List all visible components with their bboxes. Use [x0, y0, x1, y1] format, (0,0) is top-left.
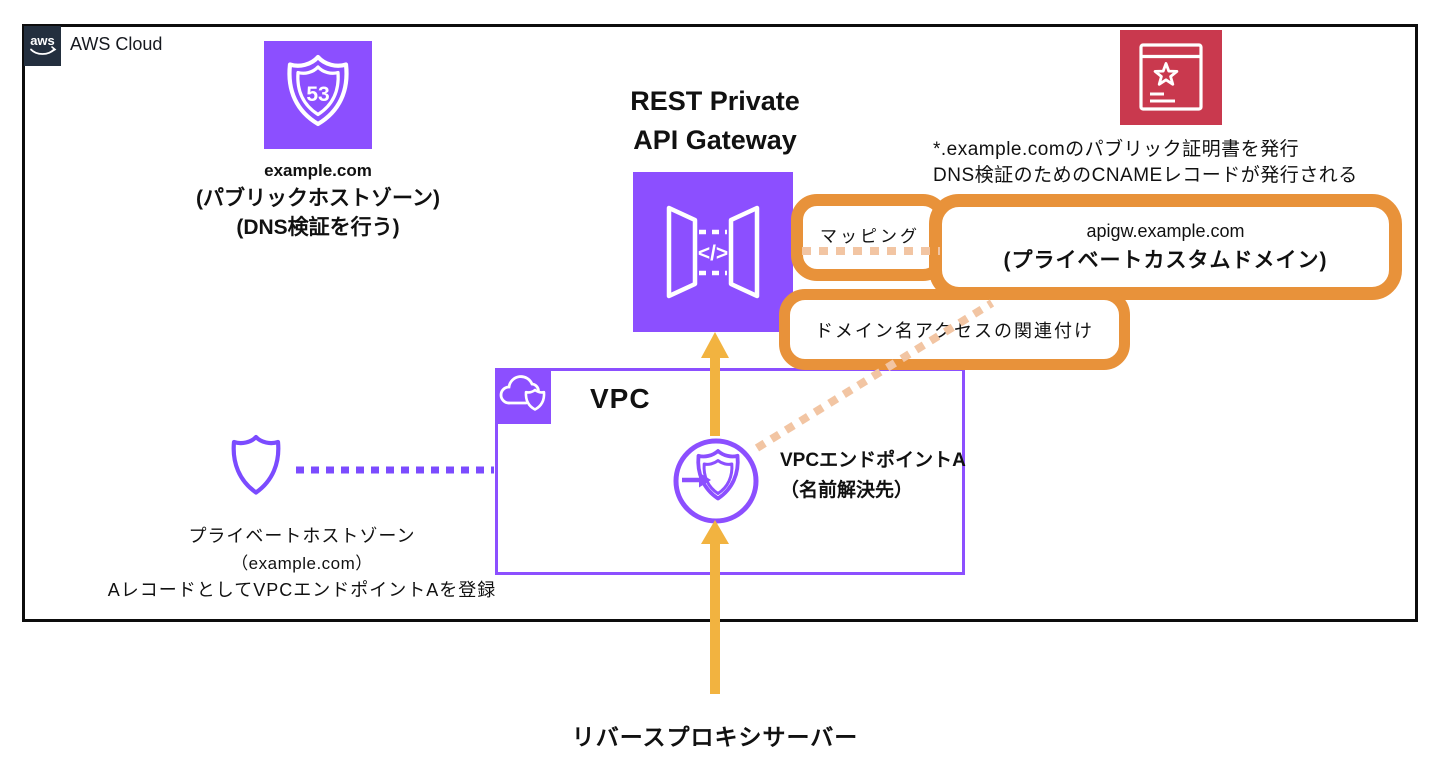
- private-hosted-zone-domain: （example.com）: [231, 554, 373, 573]
- vpc-endpoint-caption: （名前解決先）: [780, 480, 914, 501]
- route53-badge: 53: [306, 83, 329, 106]
- api-gateway-title-line2: API Gateway: [633, 125, 797, 155]
- api-gateway-title: REST Private API Gateway: [588, 82, 842, 160]
- reverse-proxy-label: リバースプロキシサーバー: [571, 724, 859, 750]
- aws-logo-icon: aws: [24, 26, 61, 66]
- api-gateway-glyph: </>: [698, 242, 728, 265]
- vpc-label: VPC: [590, 383, 651, 414]
- route53-domain-label: example.com: [264, 161, 372, 180]
- certificate-note-line2: DNS検証のためのCNAMEレコードが発行される: [933, 165, 1358, 186]
- vpc-endpoint-name: VPCエンドポイントA: [780, 450, 966, 471]
- custom-domain-name: apigw.example.com: [1086, 220, 1245, 241]
- route53-icon: 53: [264, 41, 372, 149]
- aws-cloud-boundary: [22, 24, 1418, 622]
- private-hosted-zone-note: AレコードとしてVPCエンドポイントAを登録: [107, 580, 497, 600]
- domain-association-highlight-box: ドメイン名アクセスの関連付け: [779, 289, 1130, 370]
- mapping-label: マッピング: [820, 227, 920, 246]
- star-glyph: [1153, 62, 1179, 86]
- api-gateway-icon: </>: [633, 172, 793, 332]
- custom-domain-highlight-box: apigw.example.com (プライベートカスタムドメイン): [929, 194, 1402, 300]
- custom-domain-caption: (プライベートカスタムドメイン): [1003, 248, 1328, 272]
- route53-label-block: example.com (パブリックホストゾーン) (DNS検証を行う): [150, 161, 486, 242]
- domain-association-label: ドメイン名アクセスの関連付け: [814, 320, 1095, 341]
- route53-dns-label: (DNS検証を行う): [236, 216, 400, 239]
- private-hosted-zone-title: プライベートホストゾーン: [188, 526, 416, 546]
- route53-zone-label: (パブリックホストゾーン): [196, 187, 440, 210]
- private-hosted-zone-icon: [231, 434, 281, 495]
- aws-logo-text: aws: [30, 33, 55, 48]
- vpc-icon: [495, 368, 551, 424]
- certificate-note-block: *.example.comのパブリック証明書を発行 DNS検証のためのCNAME…: [933, 137, 1433, 189]
- certificate-note-line1: *.example.comのパブリック証明書を発行: [933, 139, 1300, 160]
- vpc-endpoint-label-block: VPCエンドポイントA （名前解決先）: [780, 446, 966, 506]
- private-hosted-zone-label-block: プライベートホストゾーン （example.com） AレコードとしてVPCエン…: [92, 523, 512, 604]
- vpc-boundary: VPC: [495, 368, 965, 575]
- mapping-highlight-box: マッピング: [791, 194, 949, 281]
- vpc-endpoint-icon: [673, 438, 759, 524]
- api-gateway-title-line1: REST Private: [630, 86, 800, 116]
- aws-cloud-label: AWS Cloud: [70, 34, 163, 54]
- certificate-manager-icon: [1120, 30, 1222, 125]
